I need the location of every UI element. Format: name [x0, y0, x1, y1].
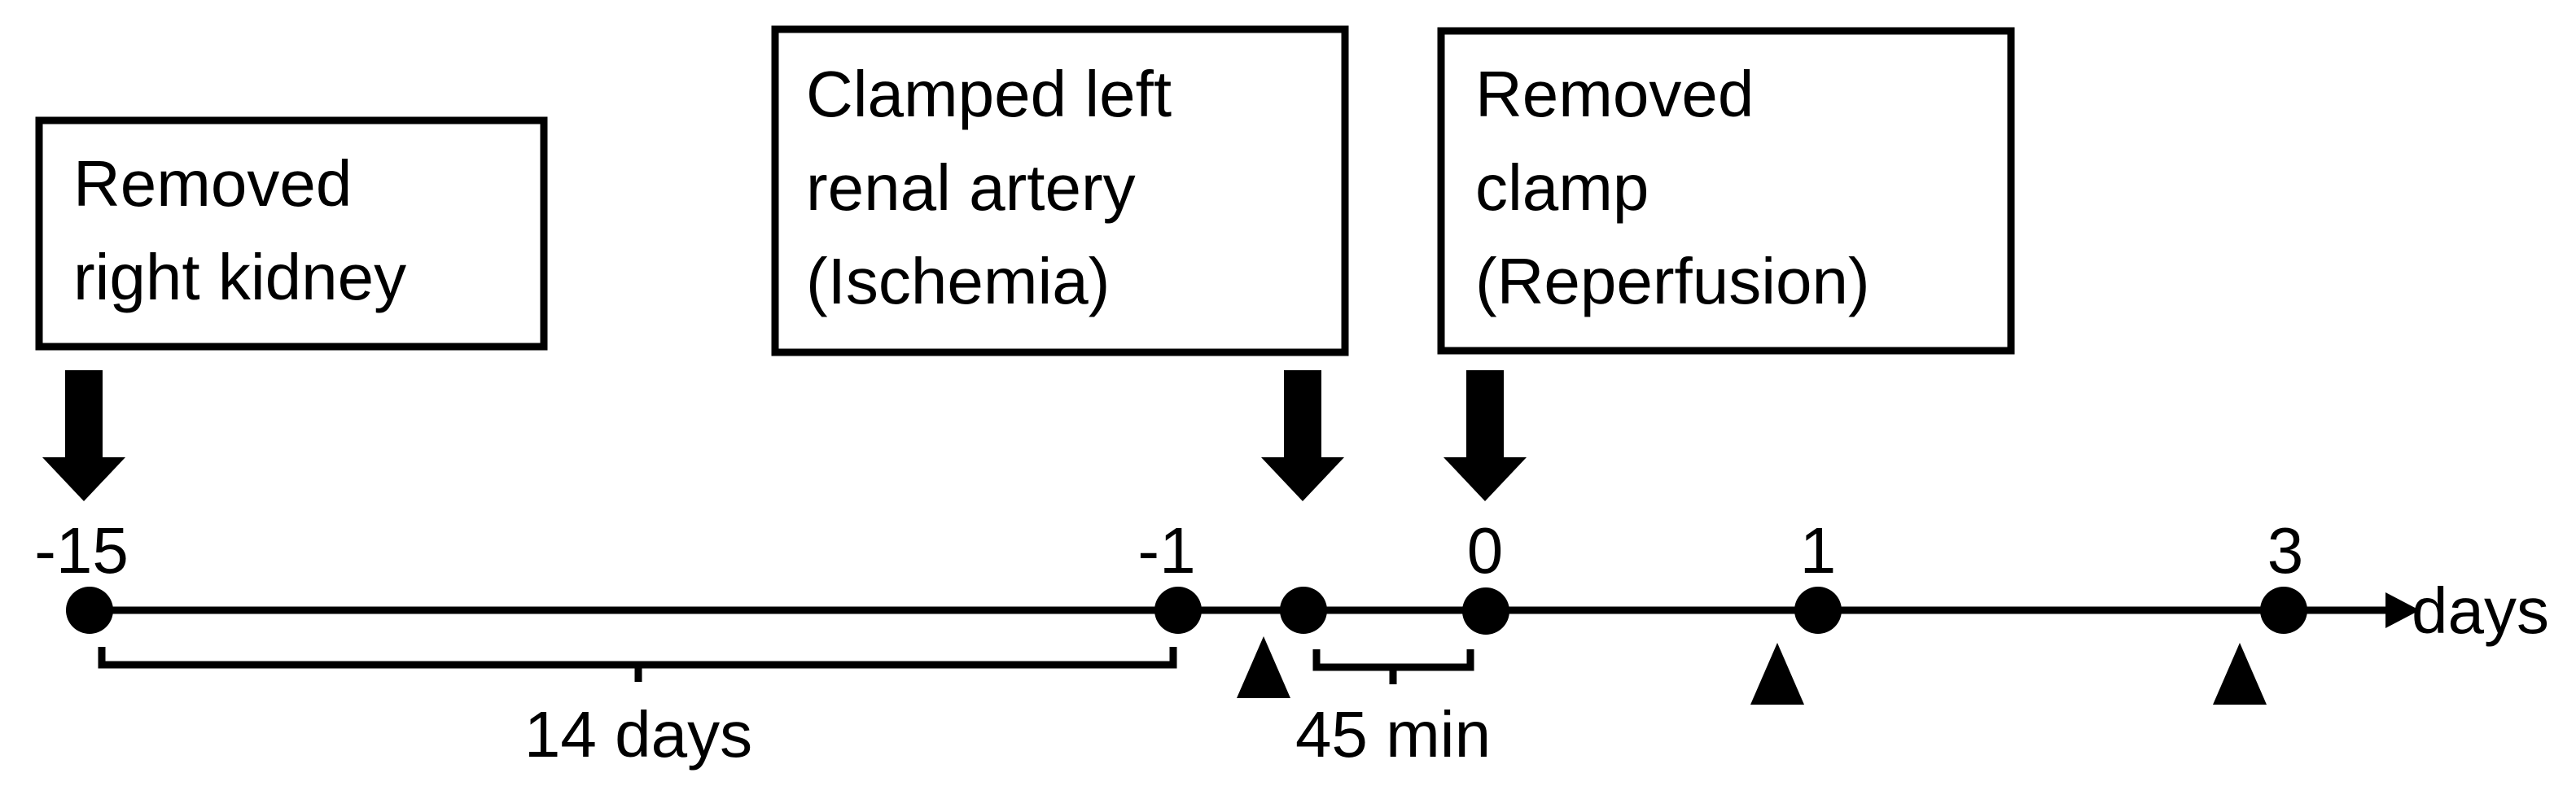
event-box-removed-right-kidney: Removed right kidney [35, 116, 548, 351]
timepoint-dot [1462, 587, 1509, 635]
span-label-14-days: 14 days [524, 698, 752, 771]
tick-label-minus15: -15 [34, 514, 129, 587]
box3-line3: (Reperfusion) [1475, 245, 1870, 317]
timeline-axis [90, 592, 2420, 628]
triangle-up-icon [1750, 643, 1804, 705]
timepoint-dot [66, 587, 113, 634]
box3-line2: clamp [1475, 151, 1649, 224]
span-label-45-min: 45 min [1295, 698, 1491, 771]
axis-unit-label: days [2412, 574, 2549, 647]
box2-line2: renal artery [806, 151, 1136, 224]
axis-arrowhead-icon [2385, 592, 2420, 628]
triangle-up-icon [1237, 636, 1290, 698]
bracket-45-min [1312, 649, 1474, 684]
bracket-14-days [98, 647, 1177, 682]
tick-label-zero: 0 [1467, 514, 1504, 587]
timepoint-dot [2260, 587, 2307, 634]
box3-line1: Removed [1475, 58, 1754, 130]
tick-label-minus1: -1 [1137, 514, 1195, 587]
down-arrow-icon [1444, 370, 1527, 501]
timepoint-dot [1794, 587, 1842, 634]
down-arrow-icon [42, 370, 125, 501]
event-box-removed-clamp: Removed clamp (Reperfusion) [1437, 27, 2015, 355]
box2-line1: Clamped left [806, 58, 1172, 130]
box1-line1: Removed [73, 147, 352, 220]
down-arrow-icon [1261, 370, 1344, 501]
event-box-clamped-artery: Clamped left renal artery (Ischemia) [771, 25, 1349, 356]
triangle-up-icon [2213, 643, 2267, 705]
tick-label-one: 1 [1800, 514, 1837, 587]
box1-line2: right kidney [73, 241, 406, 313]
tick-label-three: 3 [2267, 514, 2304, 587]
timepoint-dot [1154, 587, 1202, 634]
timepoint-dot [1280, 587, 1327, 634]
box2-line3: (Ischemia) [806, 245, 1110, 317]
